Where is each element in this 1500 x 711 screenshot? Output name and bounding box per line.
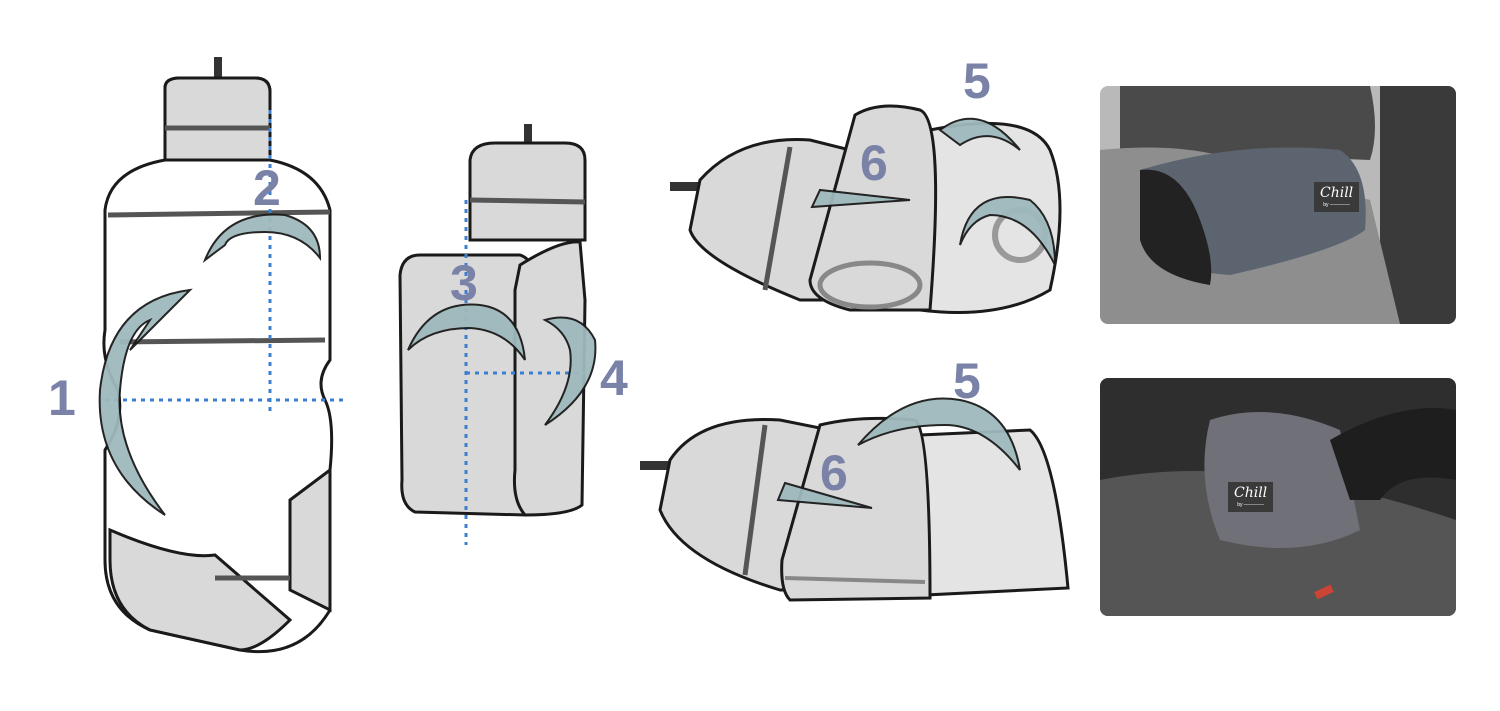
fold-arrow-5-bottom	[857, 397, 1021, 471]
step-number-6-bottom: 6	[820, 445, 848, 501]
fold-arrow-5b-top	[959, 196, 1056, 266]
photo-headrest-pillow	[1100, 86, 1456, 324]
seat-cover-half-folded	[398, 124, 597, 545]
fold-arrow-3	[407, 303, 526, 361]
fold-arrow-6-top	[810, 188, 911, 209]
brand-label-text: Chill	[1320, 185, 1354, 201]
step-number-3: 3	[450, 255, 478, 311]
fold-arrow-1	[98, 288, 193, 516]
brand-label-text: Chill	[1234, 485, 1268, 501]
seat-cover-unfolded	[98, 57, 345, 654]
fold-arrow-6-bottom	[776, 481, 873, 509]
photo-lumbar-pillow	[1100, 378, 1456, 616]
step-number-5-bottom: 5	[953, 353, 981, 409]
seat-cover-rolling-top	[670, 104, 1062, 314]
seat-cover-rolling-bottom	[640, 397, 1070, 602]
fold-arrow-5-top	[938, 117, 1021, 151]
fold-arrow-2	[202, 213, 322, 263]
fold-arrow-4	[542, 316, 597, 426]
step-number-6-top: 6	[860, 135, 888, 191]
step-number-2: 2	[253, 160, 281, 216]
step-number-4: 4	[600, 350, 628, 406]
step-number-1: 1	[48, 370, 76, 426]
step-number-5-top: 5	[963, 53, 991, 109]
